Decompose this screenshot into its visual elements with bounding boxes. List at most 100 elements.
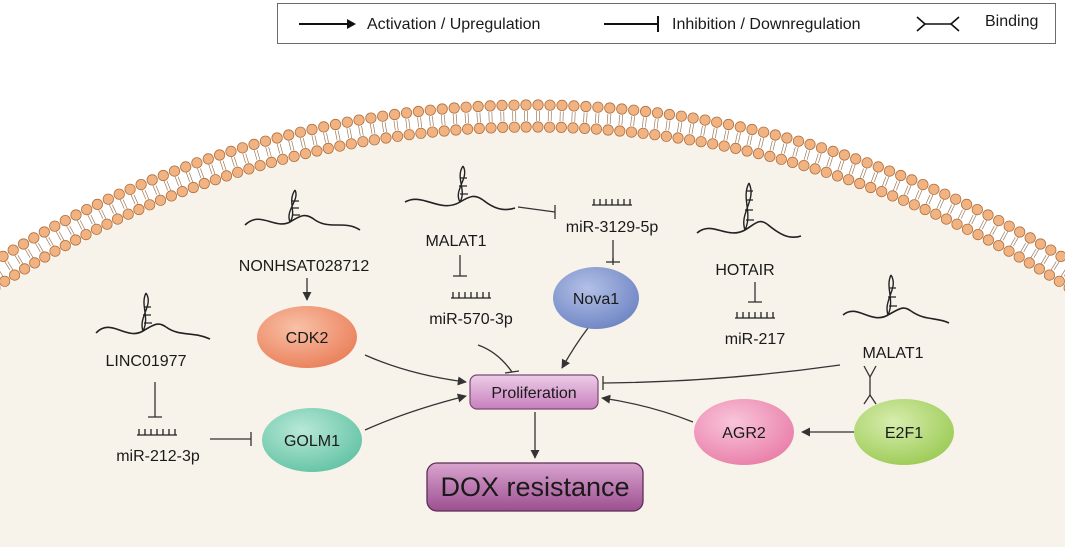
- mirna-icon: [592, 199, 632, 206]
- legend-inhibition-label: Inhibition / Downregulation: [672, 16, 861, 33]
- lipid-head: [683, 134, 696, 146]
- lipid-head: [157, 169, 169, 182]
- lipid-head: [1003, 245, 1015, 257]
- lipid-head: [567, 122, 579, 134]
- lipid-head: [872, 161, 884, 173]
- lipid-head: [209, 174, 221, 186]
- lipid-head: [651, 107, 664, 119]
- lipid-head: [165, 190, 177, 202]
- mirna-icon: [137, 429, 177, 436]
- lipid-head: [191, 157, 203, 169]
- lipid-head: [113, 188, 125, 200]
- lipid-head: [850, 153, 862, 165]
- lipid-head: [496, 99, 508, 112]
- label-agr2: AGR2: [722, 425, 766, 442]
- edge-agr2-proliferation: [601, 394, 694, 423]
- edge-golm1-proliferation: [364, 393, 467, 431]
- lipid-head: [248, 138, 260, 150]
- lipid-head: [424, 104, 436, 116]
- lipid-head: [649, 129, 661, 141]
- binding-icon: [916, 16, 960, 32]
- lipid-head: [236, 142, 249, 154]
- lipid-head: [112, 213, 124, 225]
- lipid-head: [288, 150, 300, 162]
- lipid-head: [225, 145, 237, 157]
- lipid-head: [214, 149, 226, 161]
- lipid-head: [133, 203, 145, 216]
- lipid-head: [827, 145, 839, 157]
- lipid-head: [90, 223, 103, 235]
- lipid-head: [820, 166, 832, 178]
- lipid-head: [592, 101, 604, 113]
- lipid-head: [484, 100, 496, 112]
- label-malat1-top: MALAT1: [425, 233, 486, 250]
- lipid-head: [695, 136, 707, 148]
- lipid-head: [450, 124, 462, 136]
- label-e2f1: E2F1: [885, 425, 923, 442]
- lipid-head: [752, 148, 765, 160]
- node-cdk2: [257, 306, 357, 368]
- lipid-head: [70, 234, 82, 246]
- lipid-head: [687, 112, 699, 124]
- lipid-head: [950, 193, 962, 205]
- lipid-head: [809, 163, 821, 175]
- lipid-head: [91, 198, 104, 210]
- lipid-head: [854, 177, 866, 190]
- label-linc01977: LINC01977: [106, 353, 187, 370]
- lipid-head: [734, 121, 746, 133]
- lipid-head: [17, 238, 30, 250]
- lipid-head: [672, 132, 684, 144]
- lipid-head: [815, 142, 828, 154]
- lipid-head: [746, 123, 758, 136]
- label-nonhsat: NONHSAT028712: [239, 258, 370, 275]
- lipid-head: [939, 188, 951, 200]
- node-proliferation-box: [469, 374, 599, 410]
- legend-activation-label: Activation / Upregulation: [367, 16, 541, 33]
- lipid-head: [102, 193, 114, 205]
- lipid-head: [792, 135, 805, 147]
- label-cdk2: CDK2: [286, 330, 329, 347]
- lipid-head: [259, 135, 272, 147]
- lipid-head: [718, 140, 730, 152]
- lipid-head: [993, 215, 1005, 227]
- lipid-head: [388, 108, 401, 121]
- lipid-head: [971, 204, 983, 216]
- lipid-head: [39, 251, 51, 263]
- lipid-head: [919, 203, 931, 216]
- lipid-head: [135, 179, 147, 191]
- lipid-head: [271, 132, 283, 144]
- lipid-head: [59, 215, 71, 227]
- lipid-head: [70, 209, 82, 221]
- lipid-head: [711, 116, 723, 128]
- lipid-head: [876, 186, 888, 198]
- lipid-head: [628, 104, 640, 116]
- lipid-head: [318, 121, 330, 133]
- mirna-icon: [735, 312, 775, 319]
- lipid-head: [602, 124, 614, 136]
- lipid-head: [311, 145, 323, 157]
- lipid-head: [604, 102, 616, 114]
- lipid-head: [1045, 244, 1057, 256]
- edge-nova1-proliferation: [561, 327, 589, 369]
- lipid-head: [198, 177, 210, 190]
- node-nova1: [553, 267, 639, 329]
- lipid-head: [960, 198, 973, 210]
- label-mir212: miR-212-3p: [116, 448, 200, 465]
- lipid-head: [0, 250, 9, 262]
- lipid-head: [614, 125, 626, 137]
- lipid-head: [365, 112, 377, 124]
- label-nova1: Nova1: [573, 291, 619, 308]
- lipid-head: [707, 138, 719, 150]
- lipid-head: [730, 142, 742, 154]
- lipid-head: [895, 169, 907, 182]
- lipid-head: [961, 223, 974, 235]
- lipid-head: [353, 114, 365, 126]
- lipid-head: [543, 121, 556, 133]
- lipid-head: [842, 174, 855, 186]
- lipid-head: [144, 199, 156, 211]
- node-golm1: [262, 408, 362, 472]
- node-dox-box: [426, 462, 644, 512]
- inhibition-bar-icon: [604, 16, 659, 32]
- lipid-head: [436, 103, 448, 115]
